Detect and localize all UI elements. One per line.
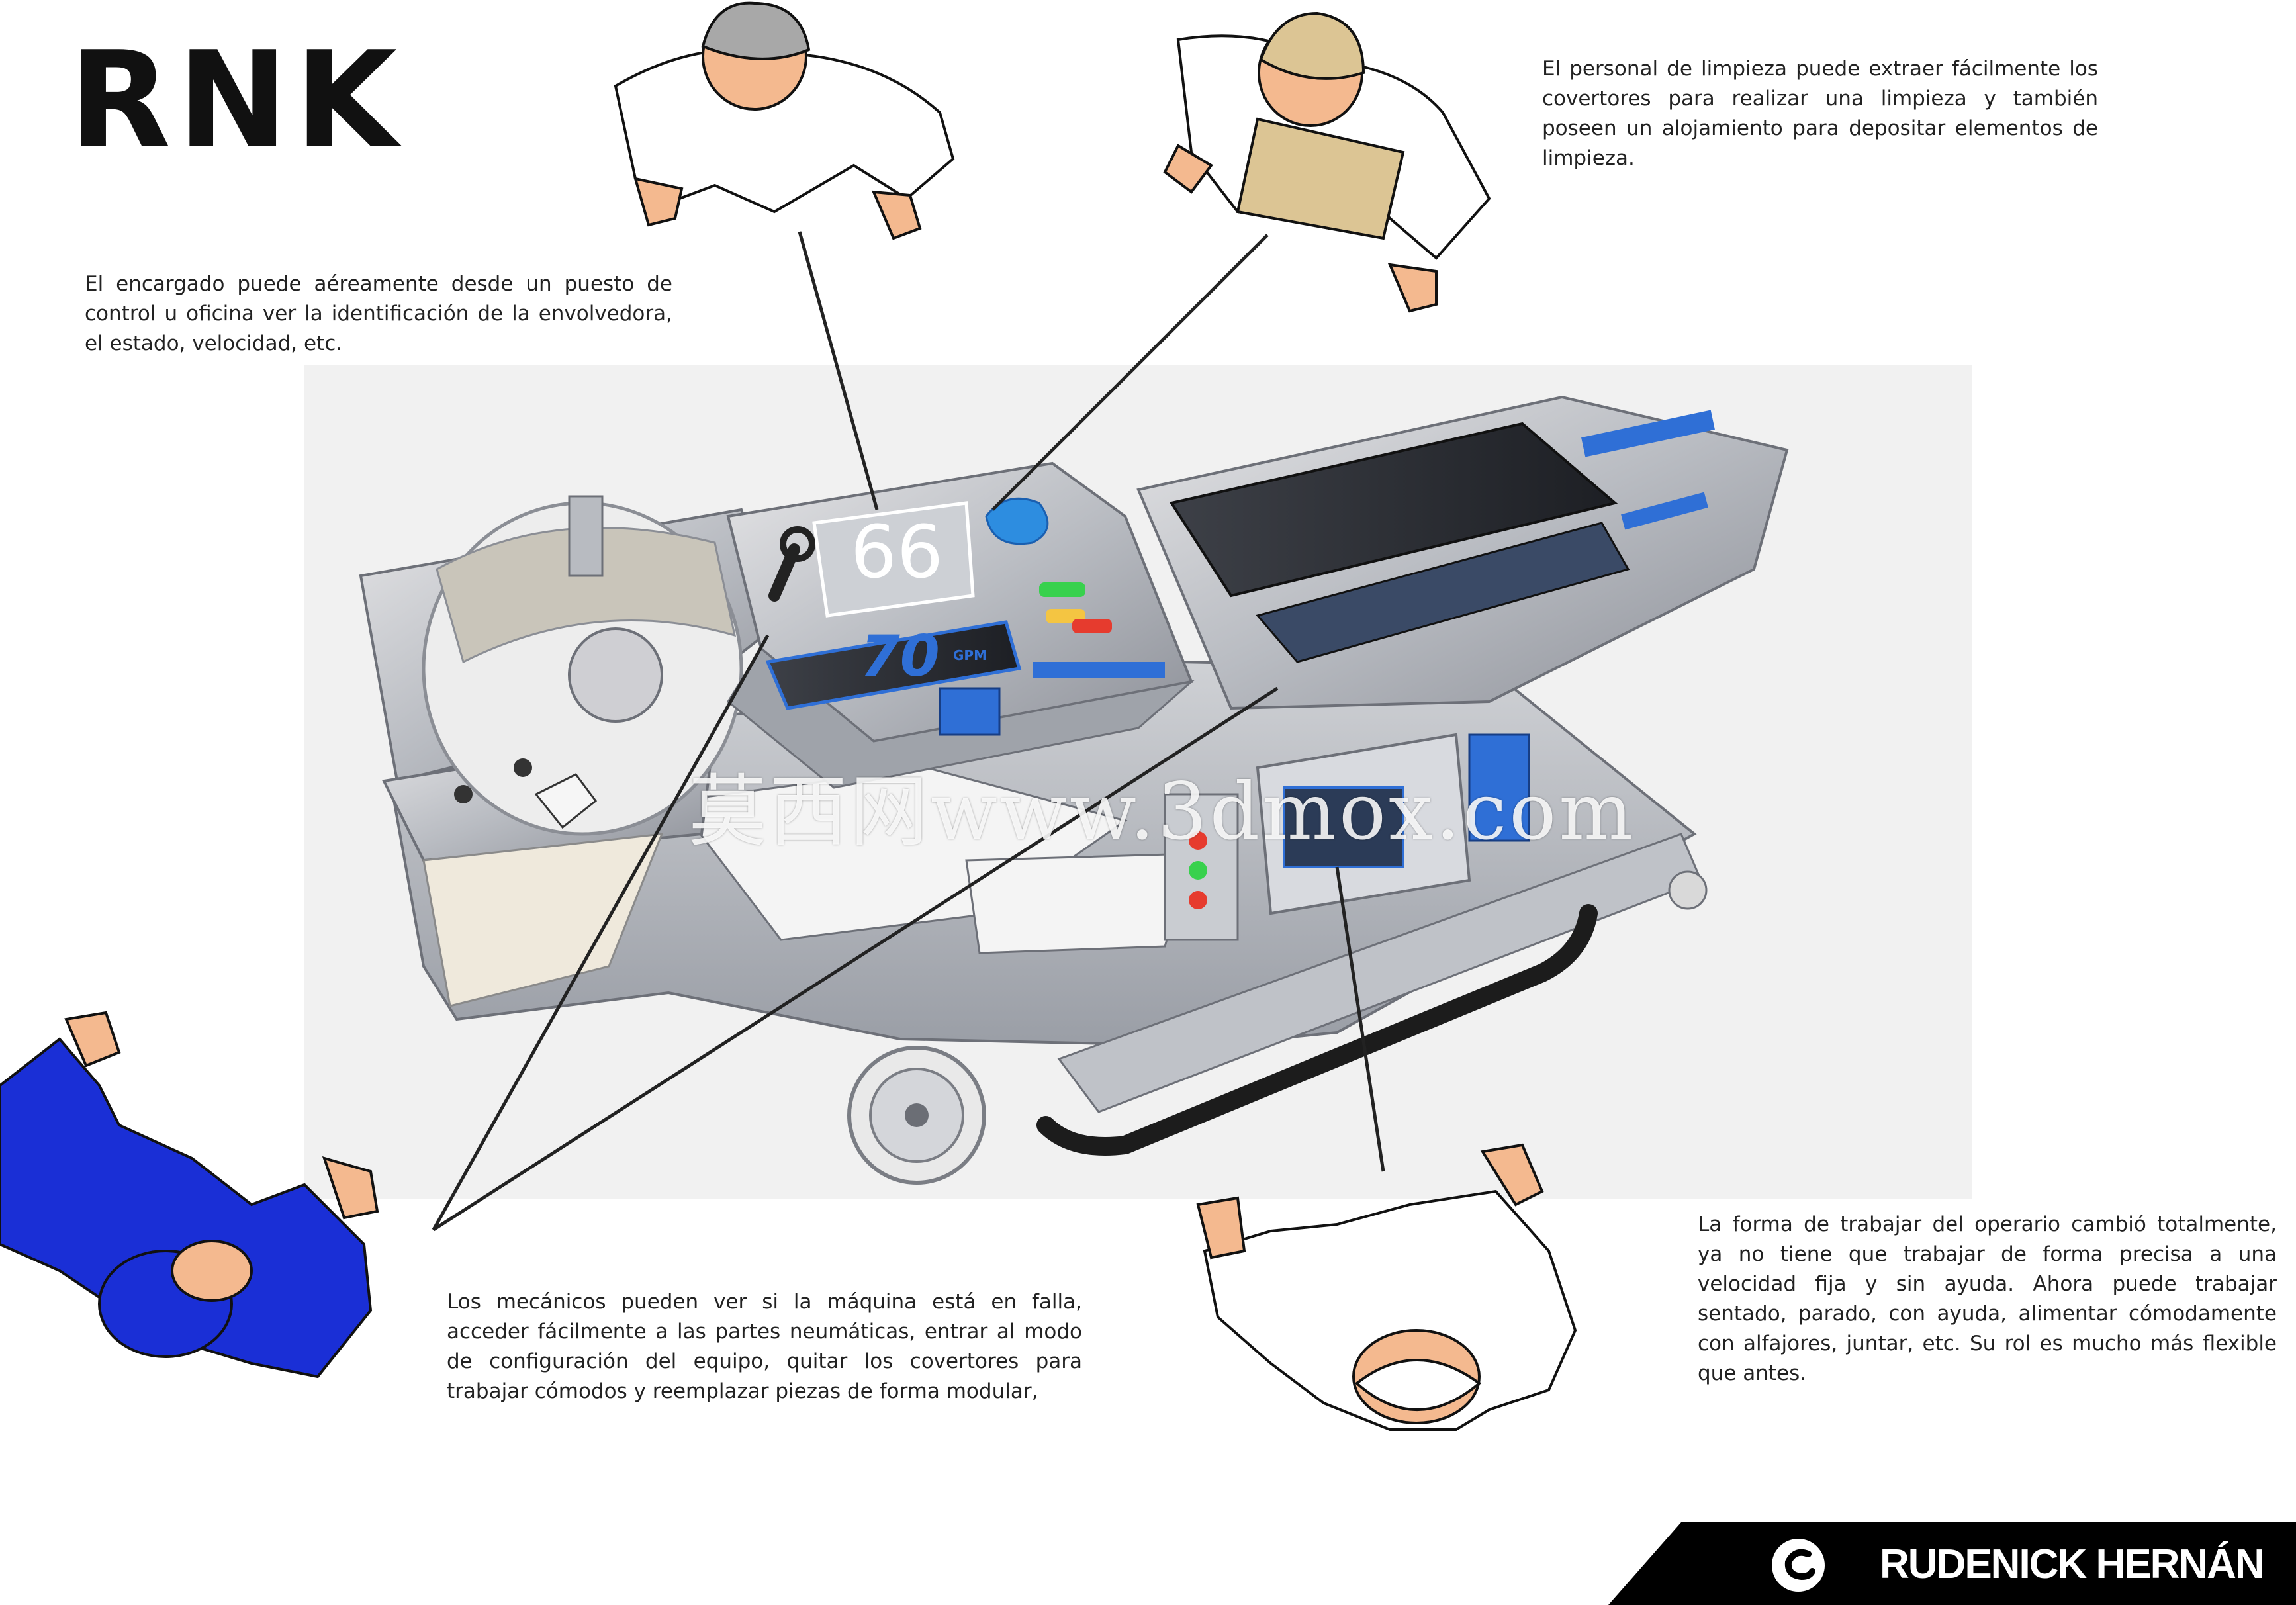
author-logo-icon xyxy=(1772,1539,1825,1592)
film-roll-unit xyxy=(359,495,783,1007)
control-deck xyxy=(726,461,1195,789)
watermark: 莫西网www.3dmox.com xyxy=(688,766,1636,857)
cleaning-logo-icon xyxy=(985,497,1049,545)
speed-value: 70 xyxy=(860,623,940,690)
annotation-operario: La forma de trabajar del operario cambió… xyxy=(1698,1213,2277,1385)
conveyor-unit xyxy=(1136,395,1789,941)
speed-unit: GPM xyxy=(953,647,987,663)
machine-id-number: 66 xyxy=(850,510,943,594)
status-led-red xyxy=(1072,619,1112,633)
supervisor-figure xyxy=(614,1,955,240)
annotation-limpieza: El personal de limpieza puede extraer fá… xyxy=(1542,57,2098,170)
annotation-encargado: El encargado puede aéreamente desde un p… xyxy=(85,272,672,355)
leader-lines xyxy=(432,231,1385,1232)
status-led-green xyxy=(1039,582,1085,597)
brand-logo: RNK xyxy=(69,23,404,177)
operator-figure xyxy=(1196,1143,1577,1431)
author-name: RUDENICK HERNÁN xyxy=(1880,1541,2265,1587)
cleaner-figure xyxy=(1163,11,1491,313)
annotation-mecanicos: Los mecánicos pueden ver si la máquina e… xyxy=(447,1290,1082,1403)
mechanic-figure xyxy=(0,1011,379,1379)
wrench-icon xyxy=(768,526,815,602)
